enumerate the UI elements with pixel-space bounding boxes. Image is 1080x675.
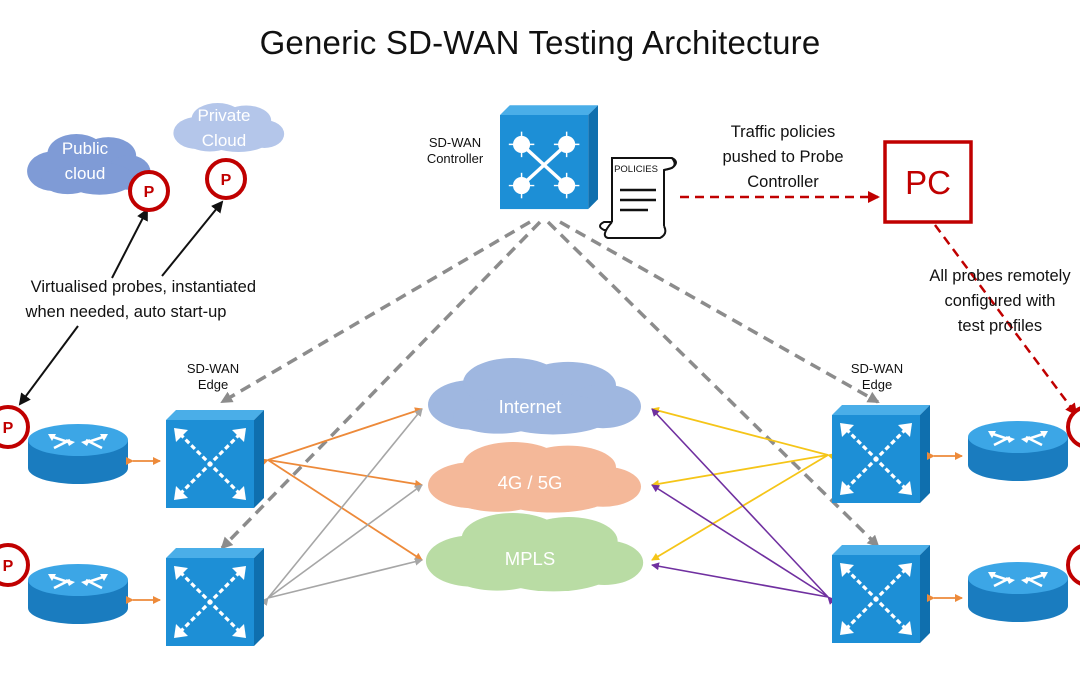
private-cloud-label: Private Cloud [197, 106, 251, 150]
edge-label-right: SD-WAN Edge [850, 361, 904, 393]
cellular-label: 4G / 5G [497, 472, 563, 493]
probe-controller-box [883, 140, 973, 224]
virtualised-probe-arrows [18, 200, 224, 406]
pc-label: PC [905, 164, 951, 201]
sdwan-controller-switch [500, 105, 598, 210]
orange-links [260, 407, 423, 561]
router-bottom-right [966, 560, 1070, 624]
mpls-label: MPLS [504, 548, 556, 569]
policies-scroll-icon [599, 157, 677, 239]
public-cloud-label: Public cloud [61, 139, 109, 183]
svg-text:P: P [144, 184, 155, 201]
probe-private-cloud: P [205, 158, 247, 200]
svg-text:P: P [3, 558, 14, 575]
sdwan-edge-switch-top-right [830, 403, 932, 505]
router-bottom-left [26, 562, 130, 626]
router-top-right [966, 419, 1070, 483]
edge-label-left: SD-WAN Edge [186, 361, 240, 393]
policies-label: POLICIES [614, 164, 658, 175]
probe-right-bottom [1066, 544, 1080, 586]
yellow-links [651, 406, 836, 561]
sdwan-edge-switch-bottom-left [164, 546, 266, 648]
probe-left-top: P [0, 405, 30, 449]
purple-links [651, 408, 836, 605]
virtualised-probes-note: Virtualised probes, instantiated when ne… [25, 278, 256, 321]
probe-public-cloud: P [128, 170, 170, 212]
pc-to-probe-dashed-link [933, 224, 1078, 416]
traffic-policies-note: Traffic policies pushed to Probe Control… [722, 123, 844, 191]
router-top-left [26, 422, 130, 486]
svg-text:P: P [3, 420, 14, 437]
router-edge-links [126, 452, 963, 604]
probe-right-top [1066, 406, 1080, 448]
diagram-title: Generic SD-WAN Testing Architecture [259, 24, 821, 61]
internet-label: Internet [498, 396, 562, 417]
grey-links [260, 408, 423, 606]
svg-text:P: P [221, 172, 232, 189]
controller-label: SD-WAN Controller [426, 135, 484, 167]
sdwan-edge-switch-bottom-right [830, 543, 932, 645]
all-probes-note: All probes remotely configured with test… [929, 267, 1071, 335]
sdwan-edge-switch-top-left [164, 408, 266, 510]
probe-left-bottom: P [0, 543, 30, 587]
